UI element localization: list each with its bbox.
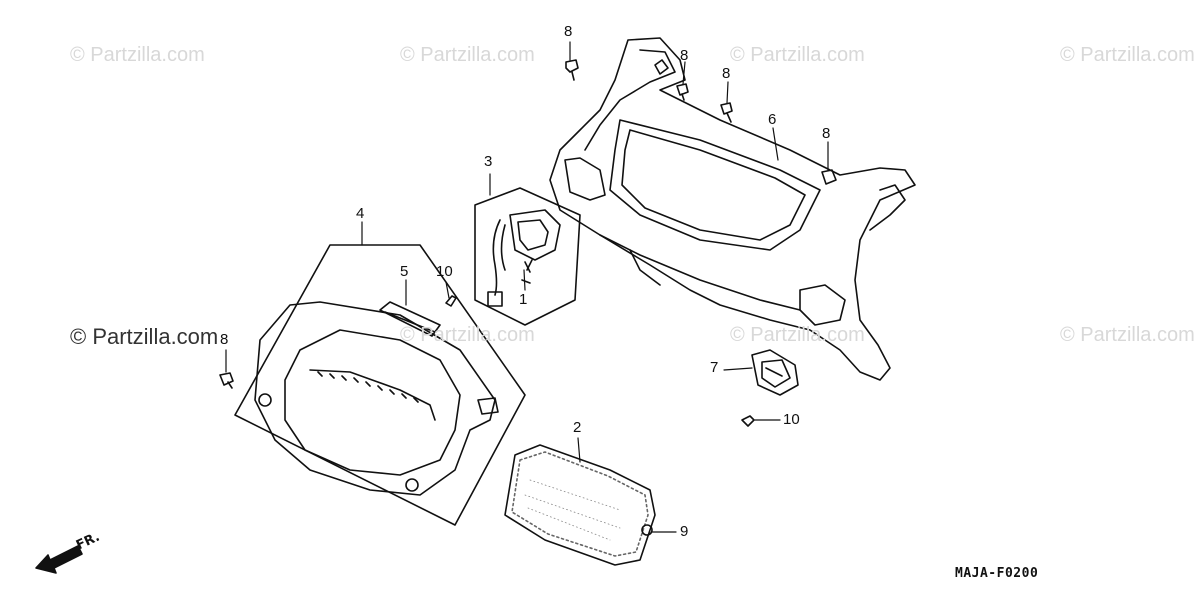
callout-8-right[interactable]: 8	[822, 125, 831, 142]
callout-10-right[interactable]: 10	[783, 411, 800, 428]
callout-8-second[interactable]: 8	[680, 47, 689, 64]
callout-3[interactable]: 3	[484, 153, 493, 170]
cover-pad	[504, 444, 656, 566]
wire-harness-group	[474, 187, 581, 326]
watermark-prominent: © Partzilla.com	[70, 324, 219, 349]
callout-6[interactable]: 6	[768, 111, 777, 128]
watermark-4: © Partzilla.com	[1060, 44, 1195, 66]
front-direction-arrow	[35, 545, 83, 574]
leader-lines	[225, 41, 829, 533]
callout-10-left[interactable]: 10	[436, 263, 453, 280]
watermark-5: © Partzilla.com	[400, 324, 535, 346]
watermark-3: © Partzilla.com	[730, 44, 865, 66]
callout-5[interactable]: 5	[400, 263, 409, 280]
watermark-1: © Partzilla.com	[70, 44, 205, 66]
indicator-strip	[379, 301, 441, 337]
callout-1[interactable]: 1	[519, 291, 528, 308]
watermark-6: © Partzilla.com	[730, 324, 865, 346]
watermark-7: © Partzilla.com	[1060, 324, 1195, 346]
callout-8-top[interactable]: 8	[564, 23, 573, 40]
meter-housing-group	[234, 244, 526, 526]
mounting-bracket	[751, 349, 799, 396]
callout-8-left[interactable]: 8	[220, 331, 229, 348]
meter-panel-cover	[549, 37, 916, 381]
fasteners	[219, 59, 837, 536]
diagram-code: MAJA-F0200	[955, 566, 1039, 581]
callout-9[interactable]: 9	[680, 523, 689, 540]
callout-4[interactable]: 4	[356, 205, 365, 222]
callout-2[interactable]: 2	[573, 419, 582, 436]
callout-7[interactable]: 7	[710, 359, 719, 376]
callout-8-third[interactable]: 8	[722, 65, 731, 82]
watermark-2: © Partzilla.com	[400, 44, 535, 66]
